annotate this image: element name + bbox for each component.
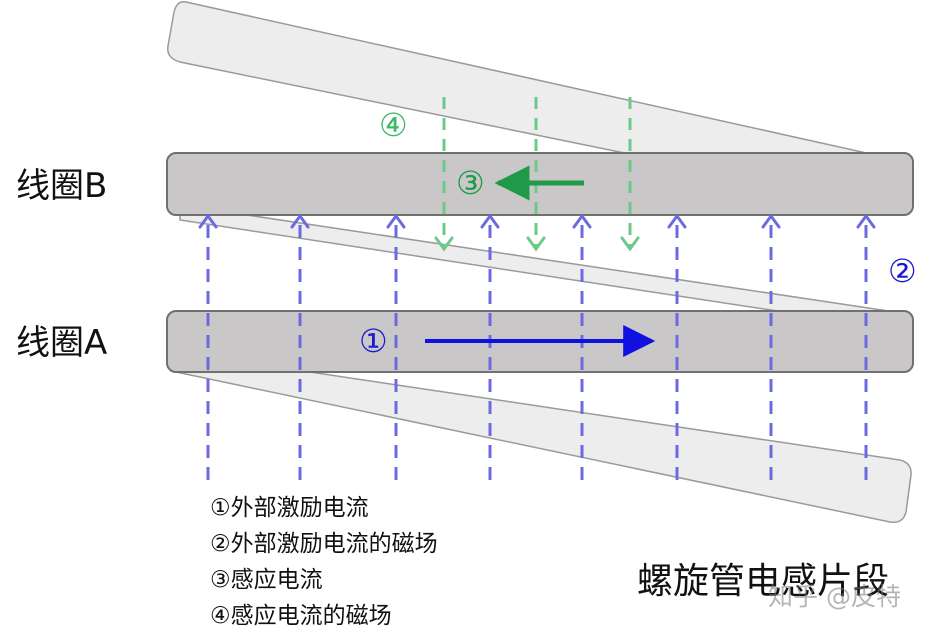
induced-field-lines bbox=[442, 97, 632, 248]
induced-field-arrowhead bbox=[434, 236, 454, 252]
excitation-field-arrowhead bbox=[572, 213, 592, 229]
excitation-field-arrowhead bbox=[761, 213, 781, 229]
legend-item-induced-current: ③感应电流 bbox=[210, 567, 323, 593]
legend-item-excitation-field: ②外部激励电流的磁场 bbox=[210, 531, 438, 557]
excitation-field-arrowheads bbox=[198, 213, 876, 229]
excitation-field-arrowhead bbox=[667, 213, 687, 229]
coil-a-label: 线圈A bbox=[16, 323, 108, 363]
induced-field-arrowheads bbox=[434, 236, 640, 252]
excitation-field-arrowhead bbox=[480, 213, 500, 229]
diagram-title: 螺旋管电感片段 bbox=[637, 561, 890, 602]
excitation-field-arrowhead bbox=[290, 213, 310, 229]
marker-3: ③ bbox=[456, 164, 485, 202]
legend-item-induced-field: ④感应电流的磁场 bbox=[210, 603, 392, 629]
marker-1: ① bbox=[359, 322, 388, 360]
excitation-field-lines bbox=[206, 216, 868, 480]
marker-4: ④ bbox=[379, 106, 408, 144]
induced-field-arrowhead bbox=[526, 236, 546, 252]
excitation-field-arrowhead bbox=[198, 213, 218, 229]
coil-b-label: 线圈B bbox=[16, 166, 108, 206]
watermark: 知乎 @皮特 bbox=[768, 582, 901, 611]
lower-diagonal-turn bbox=[175, 351, 912, 524]
marker-2: ② bbox=[888, 252, 917, 290]
induced-field-arrowhead bbox=[620, 236, 640, 252]
excitation-field-arrowhead bbox=[386, 213, 406, 229]
excitation-field-arrowhead bbox=[856, 213, 876, 229]
legend-item-excitation-current: ①外部激励电流 bbox=[210, 495, 369, 521]
legend: ①外部激励电流 ②外部激励电流的磁场 ③感应电流 ④感应电流的磁场 bbox=[210, 490, 438, 634]
